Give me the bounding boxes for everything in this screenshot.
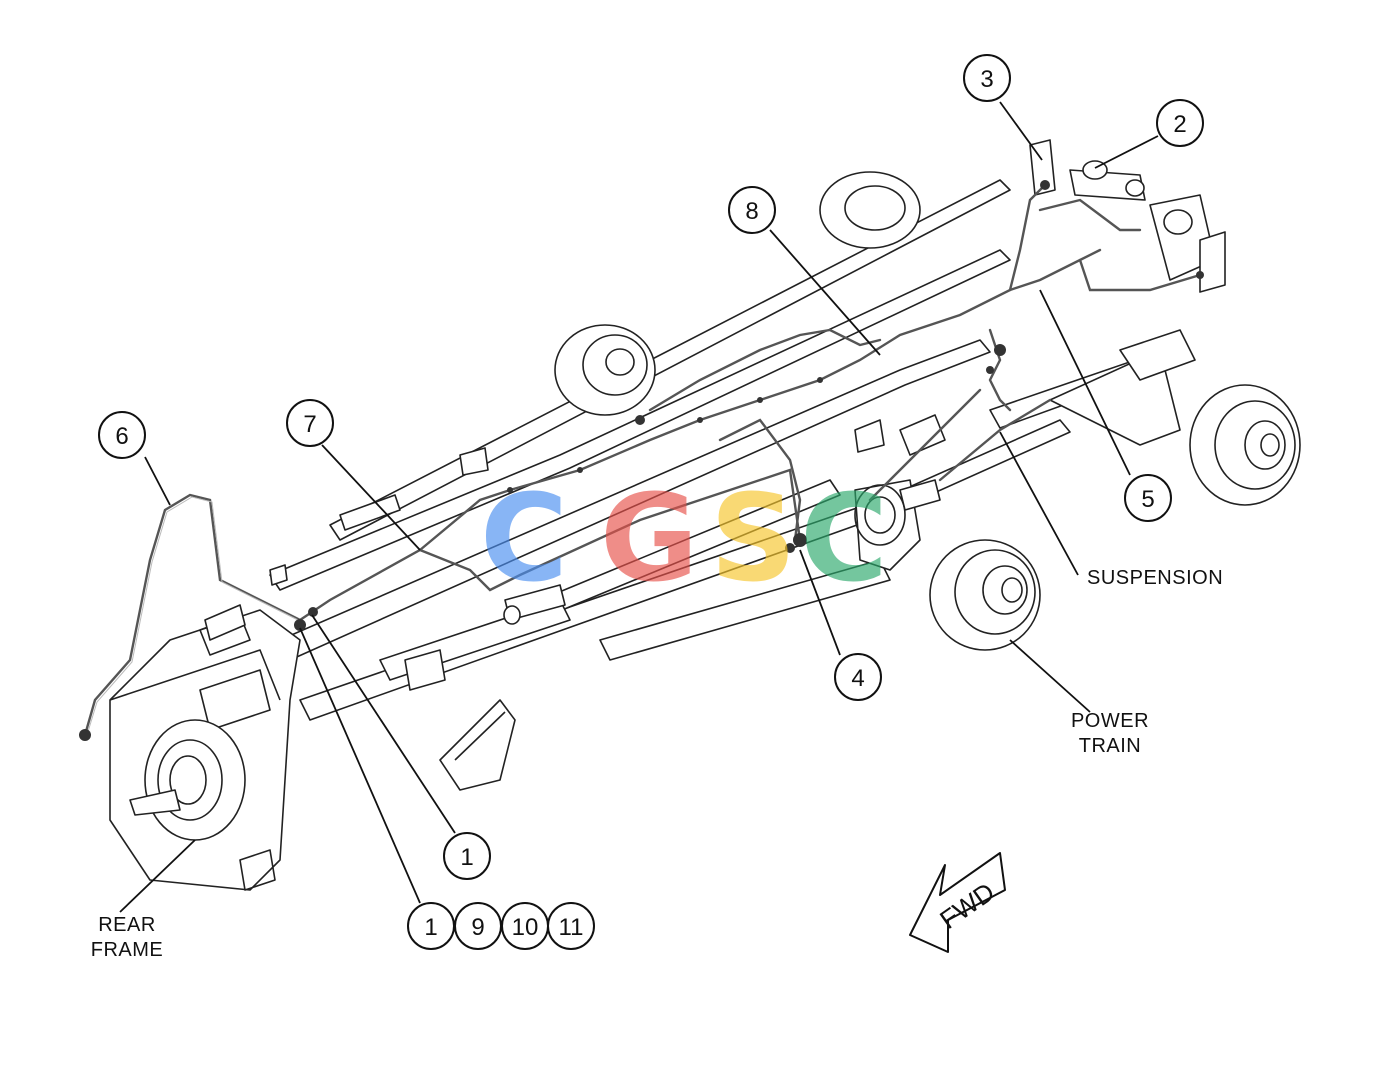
callout-3-number: 3 bbox=[980, 66, 993, 93]
callout-10-number: 10 bbox=[512, 914, 539, 941]
suspension-label: SUSPENSION bbox=[1087, 567, 1223, 589]
callout-2[interactable]: 2 bbox=[1156, 99, 1204, 147]
fwd-arrow-icon: FWD bbox=[909, 852, 1006, 953]
callout-9[interactable]: 9 bbox=[454, 902, 502, 950]
watermark-letter-4: C bbox=[800, 470, 888, 609]
callout-1-upper-number: 1 bbox=[460, 844, 473, 871]
leader-lines bbox=[119, 101, 1159, 913]
frame-line-art bbox=[109, 139, 1301, 891]
rear-frame-label-line2: FRAME bbox=[91, 939, 164, 961]
watermark-letter-3: S bbox=[710, 470, 796, 609]
connectors bbox=[79, 180, 1204, 741]
watermark-letter-2: G bbox=[600, 470, 699, 609]
callout-6[interactable]: 6 bbox=[98, 411, 146, 459]
rear-frame-label-line1: REAR bbox=[98, 914, 156, 936]
callout-5-number: 5 bbox=[1141, 486, 1154, 513]
callout-1-lower-number: 1 bbox=[424, 914, 437, 941]
callout-11-number: 11 bbox=[559, 914, 584, 941]
callout-11[interactable]: 11 bbox=[547, 902, 595, 950]
watermark-letter-1: C bbox=[480, 470, 568, 609]
callout-8-number: 8 bbox=[745, 198, 758, 225]
callout-6-number: 6 bbox=[115, 423, 128, 450]
callout-7[interactable]: 7 bbox=[286, 399, 334, 447]
callout-7-number: 7 bbox=[303, 411, 316, 438]
callout-10[interactable]: 10 bbox=[501, 902, 549, 950]
power-train-label-line1: POWER bbox=[1071, 710, 1149, 732]
callout-1-lower[interactable]: 1 bbox=[407, 902, 455, 950]
cgsc-watermark: C G S C bbox=[480, 470, 888, 609]
callout-group-1-9-10-11: 1 9 10 11 bbox=[407, 902, 595, 950]
callout-9-number: 9 bbox=[471, 914, 484, 941]
callout-2-number: 2 bbox=[1173, 111, 1186, 138]
callout-5[interactable]: 5 bbox=[1124, 474, 1172, 522]
callout-8[interactable]: 8 bbox=[728, 186, 776, 234]
callout-4-number: 4 bbox=[851, 665, 864, 692]
callout-3[interactable]: 3 bbox=[963, 54, 1011, 102]
callout-4[interactable]: 4 bbox=[834, 653, 882, 701]
power-train-label-line2: TRAIN bbox=[1079, 735, 1142, 757]
callout-1-upper[interactable]: 1 bbox=[443, 832, 491, 880]
